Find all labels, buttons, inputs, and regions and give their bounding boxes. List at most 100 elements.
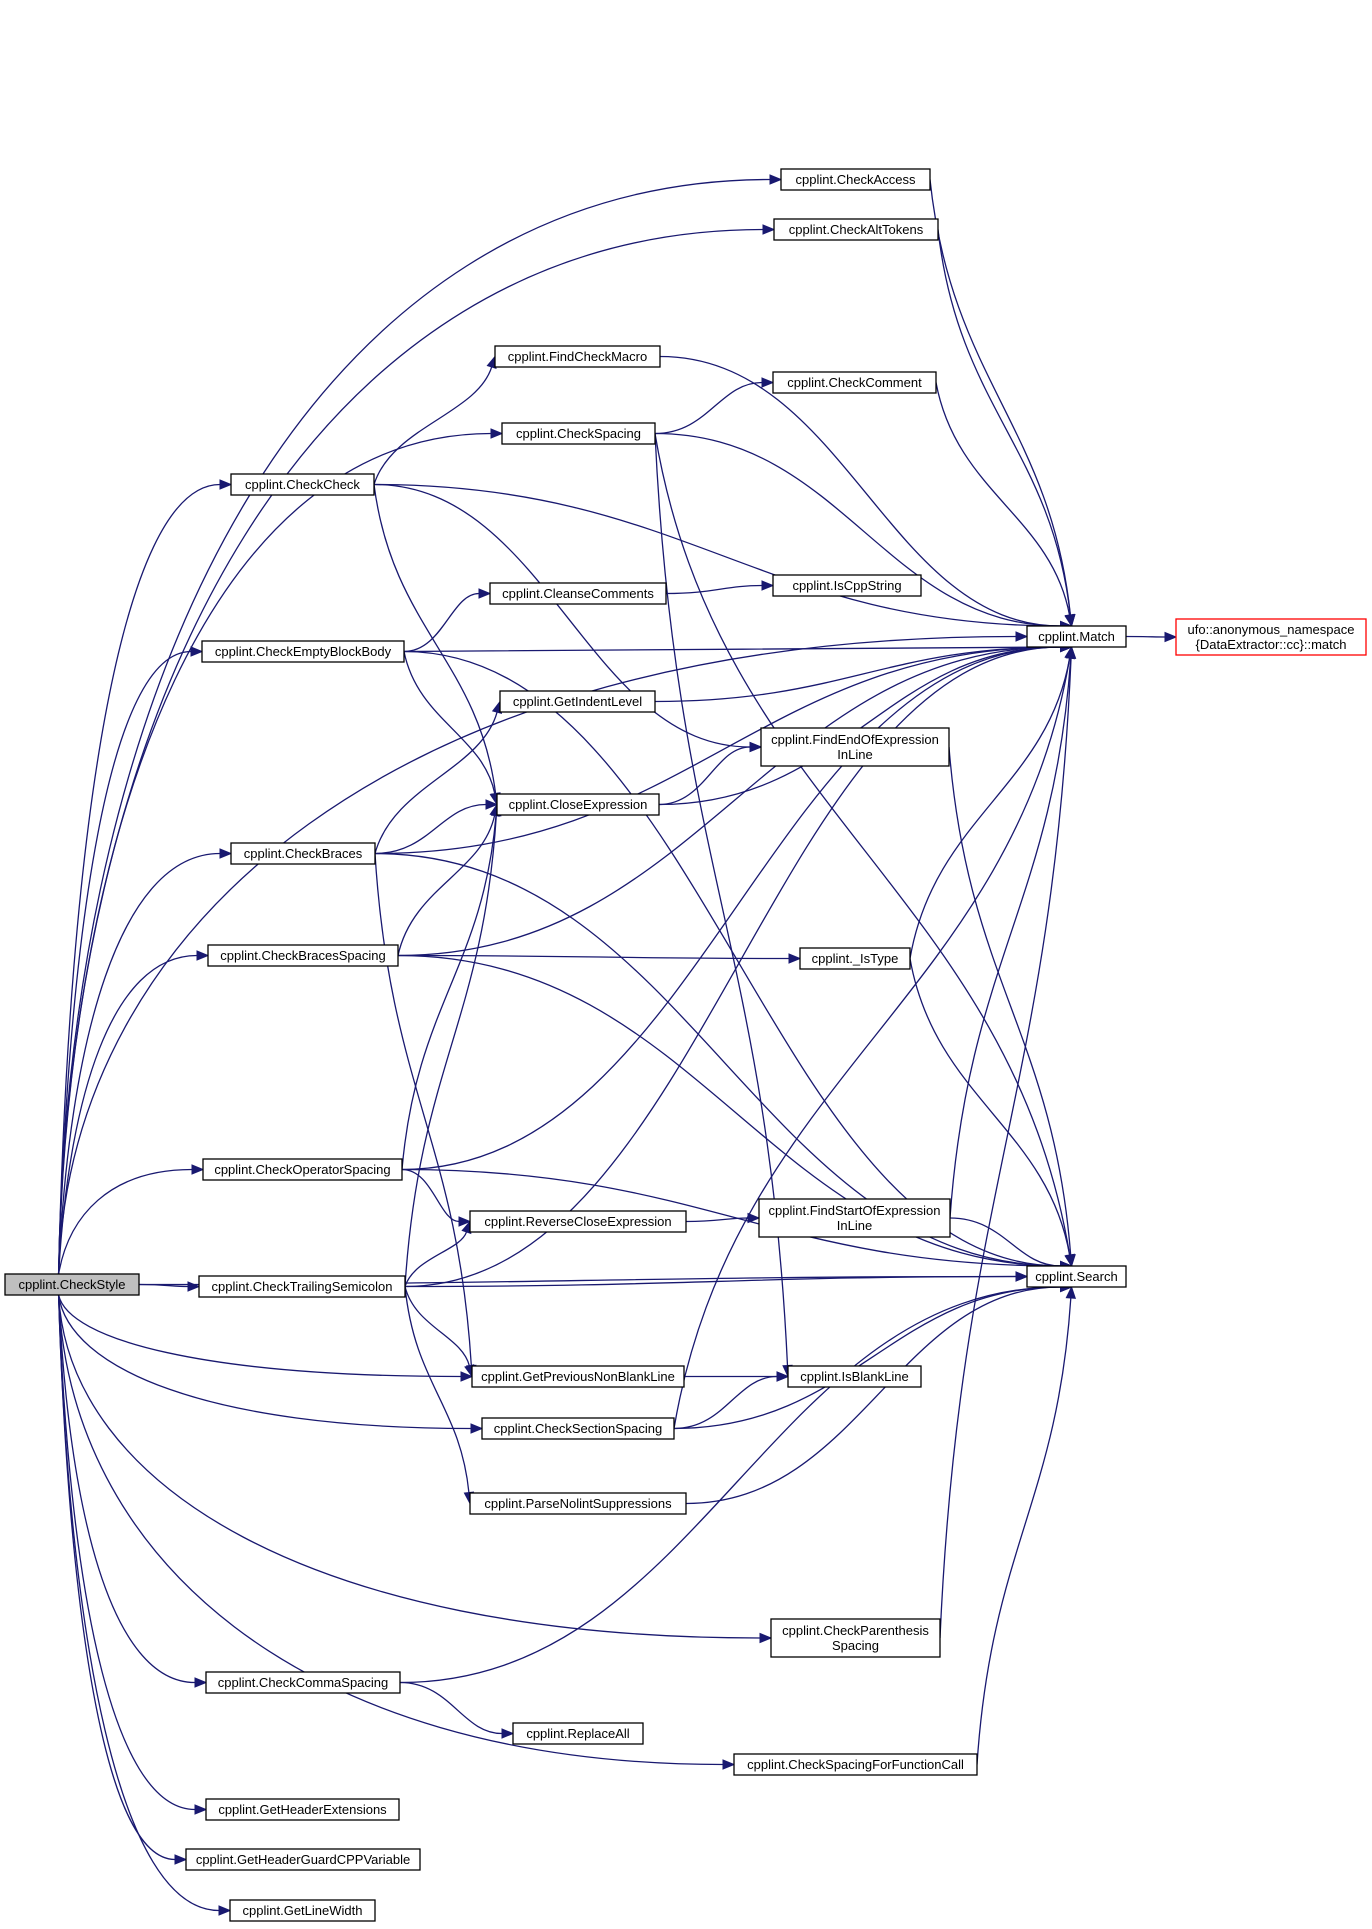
node-check-empty-block-body[interactable]: cpplint.CheckEmptyBlockBody — [201, 640, 405, 663]
edge-check-style-to-check-comma-spacing — [57, 1294, 208, 1688]
node-box — [496, 793, 660, 816]
edge-find-start-of-expression-in-line-to-match — [949, 645, 1076, 1219]
arrowhead — [219, 479, 233, 490]
edge-check-braces-to-get-previous-non-blank-line — [374, 853, 477, 1378]
node-check-braces[interactable]: cpplint.CheckBraces — [230, 842, 376, 865]
node-box — [799, 947, 911, 970]
arrowhead — [776, 1371, 790, 1382]
edge-check-trailing-semicolon-to-match — [404, 641, 1073, 1288]
node-ufo-match[interactable]: ufo::anonymous_namespace{DataExtractor::… — [1175, 618, 1367, 656]
node-replace-all[interactable]: cpplint.ReplaceAll — [512, 1722, 644, 1745]
edge-check-trailing-semicolon-to-get-previous-non-blank-line — [404, 1286, 475, 1378]
node-box — [733, 1753, 978, 1776]
arrowhead — [196, 950, 210, 961]
arrowhead — [501, 1728, 515, 1739]
edge-check-trailing-semicolon-to-parse-nolint-suppressions — [404, 1286, 475, 1505]
node-get-previous-non-blank-line[interactable]: cpplint.GetPreviousNonBlankLine — [471, 1365, 685, 1388]
node-label: cpplint.CheckSpacingForFunctionCall — [747, 1757, 964, 1772]
node-box — [1175, 618, 1367, 656]
node-check-comma-spacing[interactable]: cpplint.CheckCommaSpacing — [205, 1671, 401, 1694]
node-check-alt-tokens[interactable]: cpplint.CheckAltTokens — [773, 218, 939, 241]
node-box — [230, 473, 375, 496]
node-label: cpplint._IsType — [812, 951, 899, 966]
node-label: cpplint.CheckCommaSpacing — [218, 1675, 389, 1690]
arrowhead — [174, 1854, 188, 1865]
edge-get-indent-level-to-match — [654, 641, 1073, 703]
arrowhead — [1064, 613, 1075, 628]
node-close-expression[interactable]: cpplint.CloseExpression — [496, 793, 660, 816]
edge-check-spacing-to-match — [654, 432, 1073, 632]
node-get-header-extensions[interactable]: cpplint.GetHeaderExtensions — [205, 1798, 400, 1821]
edge-check-style-to-get-line-width — [57, 1294, 232, 1916]
node-match[interactable]: cpplint.Match — [1026, 625, 1127, 648]
node-check-section-spacing[interactable]: cpplint.CheckSectionSpacing — [481, 1417, 675, 1440]
node-get-header-guard-cppvariable[interactable]: cpplint.GetHeaderGuardCPPVariable — [185, 1848, 421, 1871]
node-check-trailing-semicolon[interactable]: cpplint.CheckTrailingSemicolon — [198, 1275, 406, 1298]
arrowhead — [470, 1423, 484, 1434]
node-label: cpplint.CheckBracesSpacing — [220, 948, 385, 963]
node-label: cpplint.IsCppString — [792, 578, 901, 593]
node-box — [772, 574, 922, 597]
edge-check-section-spacing-to-is-blank-line — [673, 1371, 790, 1430]
node-check-spacing[interactable]: cpplint.CheckSpacing — [501, 422, 656, 445]
node-check-spacing-for-function-call[interactable]: cpplint.CheckSpacingForFunctionCall — [733, 1753, 978, 1776]
edge-check-style-to-get-previous-non-blank-line — [57, 1294, 474, 1382]
node-label: cpplint.ReverseCloseExpression — [484, 1214, 671, 1229]
node-label: cpplint.FindCheckMacro — [508, 349, 647, 364]
node-find-check-macro[interactable]: cpplint.FindCheckMacro — [494, 345, 661, 368]
node-check-check[interactable]: cpplint.CheckCheck — [230, 473, 375, 496]
node-get-indent-level[interactable]: cpplint.GetIndentLevel — [499, 690, 656, 713]
edge-check-style-to-match — [57, 631, 1029, 1275]
arrowhead — [761, 580, 775, 591]
node-label: cpplint.CheckBraces — [244, 846, 363, 861]
node-box — [499, 690, 656, 713]
arrowhead — [769, 174, 783, 185]
node-check-access[interactable]: cpplint.CheckAccess — [780, 168, 931, 191]
arrowhead — [218, 1905, 232, 1916]
node-label: cpplint.CheckSpacing — [516, 426, 641, 441]
node-box — [758, 1198, 951, 1238]
node-label: cpplint.ParseNolintSuppressions — [484, 1496, 672, 1511]
node-cleanse-comments[interactable]: cpplint.CleanseComments — [489, 582, 667, 605]
node-get-line-width[interactable]: cpplint.GetLineWidth — [229, 1899, 376, 1922]
node-label: cpplint.Match — [1038, 629, 1115, 644]
node-label: cpplint.CheckComment — [787, 375, 922, 390]
node-box — [471, 1365, 685, 1388]
arrowhead — [761, 377, 775, 388]
node-label: Spacing — [832, 1638, 879, 1653]
node-label: cpplint.CloseExpression — [509, 797, 648, 812]
node-reverse-close-expression[interactable]: cpplint.ReverseCloseExpression — [469, 1210, 687, 1233]
arrowhead — [1015, 631, 1029, 642]
node-check-style[interactable]: cpplint.CheckStyle — [4, 1273, 140, 1296]
node-label: cpplint.GetHeaderGuardCPPVariable — [196, 1852, 410, 1867]
node-box — [780, 168, 931, 191]
edge-check-braces-to-get-indent-level — [374, 700, 503, 854]
edge-check-spacing-to-search — [654, 433, 1075, 1268]
arrowhead — [759, 1632, 773, 1644]
node-search[interactable]: cpplint.Search — [1026, 1265, 1127, 1288]
node-is-cpp-string[interactable]: cpplint.IsCppString — [772, 574, 922, 597]
node-box — [201, 640, 405, 663]
node-check-operator-spacing[interactable]: cpplint.CheckOperatorSpacing — [202, 1158, 403, 1181]
node-check-comment[interactable]: cpplint.CheckComment — [772, 371, 937, 394]
node-parse-nolint-suppressions[interactable]: cpplint.ParseNolintSuppressions — [469, 1492, 687, 1515]
node-is-blank-line[interactable]: cpplint.IsBlankLine — [787, 1365, 922, 1388]
edge-check-style-to-check-parenthesis-spacing — [57, 1294, 773, 1644]
node-check-braces-spacing[interactable]: cpplint.CheckBracesSpacing — [207, 944, 399, 967]
node-box — [772, 371, 937, 394]
node-box — [205, 1798, 400, 1821]
edge-check-style-to-check-access — [57, 174, 783, 1275]
node-label: cpplint.CheckParenthesis — [782, 1623, 929, 1638]
edge-check-style-to-check-alt-tokens — [57, 224, 776, 1275]
node-label: cpplint.CheckCheck — [245, 477, 360, 492]
node-label: cpplint.CheckSectionSpacing — [494, 1421, 662, 1436]
node-is-type[interactable]: cpplint._IsType — [799, 947, 911, 970]
node-label: cpplint.CheckAltTokens — [789, 222, 924, 237]
node-label: cpplint.GetLineWidth — [243, 1903, 363, 1918]
edge-check-operator-spacing-to-close-expression — [401, 803, 502, 1170]
node-label: cpplint.GetPreviousNonBlankLine — [481, 1369, 675, 1384]
